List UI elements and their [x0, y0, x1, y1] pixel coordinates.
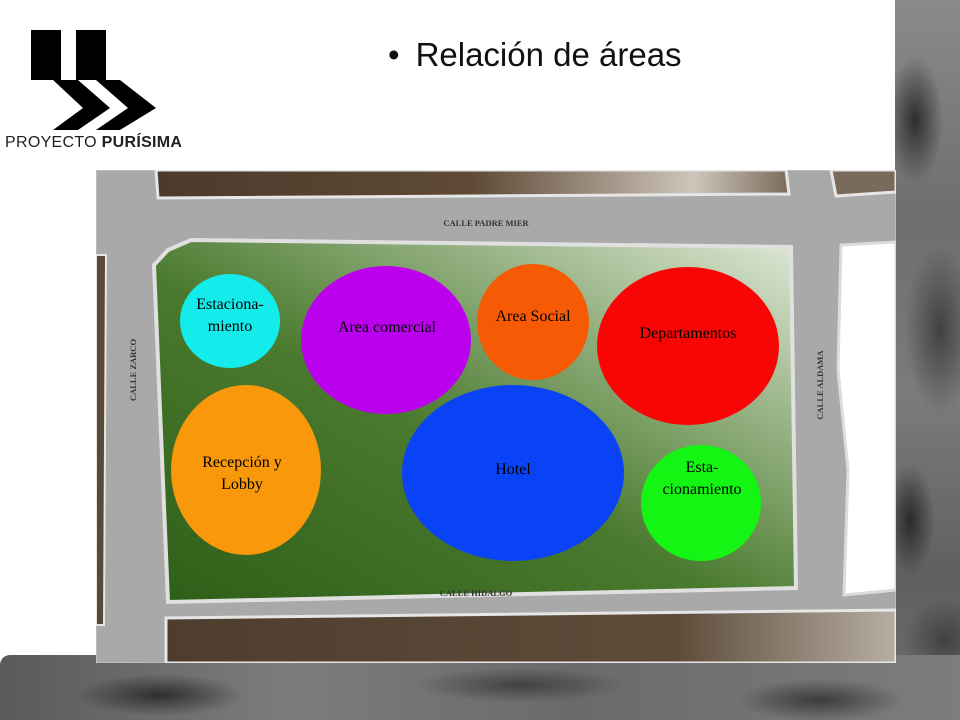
street-label-bottom: CALLE HIDALGO [440, 588, 513, 598]
area-estacionamiento-1: Estaciona-miento [180, 274, 280, 368]
bullet-icon: • [388, 36, 400, 73]
site-map: CALLE PADRE MIER CALLE HIDALGO CALLE ZAR… [96, 170, 896, 663]
area-label: Departamentos [640, 325, 737, 342]
area-label: Hotel [495, 461, 531, 478]
street-label-right: CALLE ALDAMA [815, 350, 825, 420]
area-ellipse [641, 445, 761, 561]
area-hotel: Hotel [402, 385, 624, 561]
stone-texture-right [895, 0, 960, 720]
slide-title-text: Relación de áreas [415, 36, 682, 73]
area-ellipse [597, 267, 779, 425]
block-left [96, 254, 108, 626]
area-label-line: Recepción y [202, 454, 282, 471]
street-label-top: CALLE PADRE MIER [443, 218, 529, 228]
area-label-line: cionamiento [662, 481, 741, 498]
street-label-left: CALLE ZARCO [128, 339, 138, 401]
stone-texture-bottom [0, 655, 960, 720]
block-top [154, 170, 791, 200]
site-map-svg: CALLE PADRE MIER CALLE HIDALGO CALLE ZAR… [96, 170, 896, 663]
area-ellipse [402, 385, 624, 561]
area-label-line: Estaciona- [196, 296, 264, 313]
area-ellipse [171, 385, 321, 555]
logo-icon [31, 30, 156, 130]
area-label-line: miento [208, 318, 252, 335]
area-label-line: Lobby [221, 476, 263, 493]
area-ellipse [180, 274, 280, 368]
area-departamentos: Departamentos [597, 267, 779, 425]
area-label: Estaciona-miento [196, 296, 264, 335]
area-recepcion-lobby: Recepción y Lobby [171, 385, 321, 555]
area-label-line: Esta- [686, 459, 719, 476]
area-ellipse [301, 266, 471, 414]
area-label-line: Area comercial [338, 319, 437, 336]
brand-name: PURÍSIMA [101, 134, 183, 151]
brand-prefix: PROYECTO [5, 134, 97, 151]
area-label-line: Departamentos [640, 325, 737, 342]
block-bottom [164, 608, 896, 663]
block-top-right [829, 170, 896, 198]
area-social: Area Social [477, 264, 589, 380]
brand-label: PROYECTO PURÍSIMA [5, 134, 182, 152]
area-label-line: Hotel [495, 461, 531, 478]
block-right [836, 240, 896, 597]
slide-title: • Relación de áreas [388, 36, 682, 74]
area-comercial: Area comercial [301, 266, 471, 414]
area-label: Recepción y Lobby [202, 454, 282, 493]
area-estacionamiento-2: Esta-cionamiento [641, 445, 761, 561]
area-label: Area comercial [338, 319, 437, 336]
area-ellipse [477, 264, 589, 380]
area-label-line: Area Social [495, 308, 571, 325]
area-label: Area Social [495, 308, 571, 325]
area-label: Esta-cionamiento [662, 459, 741, 498]
